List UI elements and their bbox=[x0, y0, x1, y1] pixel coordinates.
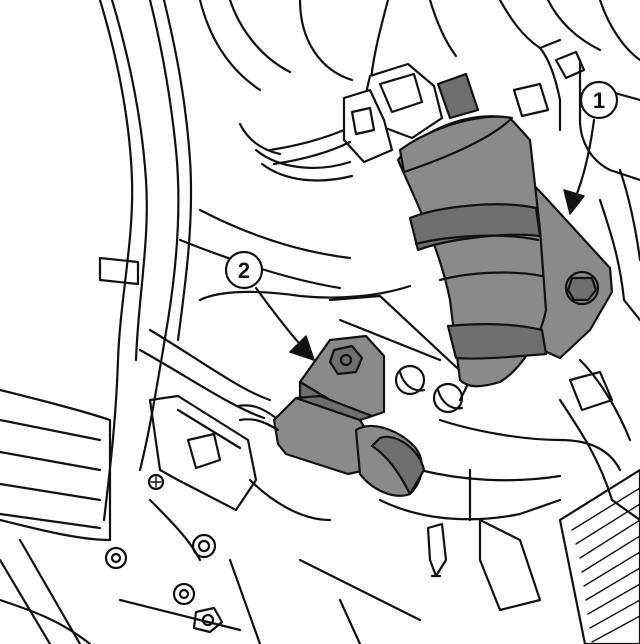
callout-1-leader bbox=[574, 118, 596, 198]
callout-2-arrowhead bbox=[289, 335, 315, 361]
left-grille bbox=[0, 388, 112, 644]
callout-2-leader bbox=[254, 286, 300, 344]
crankshaft-position-sensor bbox=[236, 334, 464, 497]
radiator-fins bbox=[558, 468, 640, 644]
callout-2-label: 2 bbox=[238, 258, 250, 283]
callout-1: 1 bbox=[563, 80, 619, 215]
callout-1-arrowhead bbox=[563, 189, 585, 215]
callout-2: 2 bbox=[224, 250, 315, 361]
callout-1-label: 1 bbox=[593, 88, 605, 113]
callout-2-circle bbox=[224, 250, 264, 290]
idle-air-control-valve bbox=[268, 62, 614, 388]
callout-1-circle bbox=[579, 80, 619, 120]
